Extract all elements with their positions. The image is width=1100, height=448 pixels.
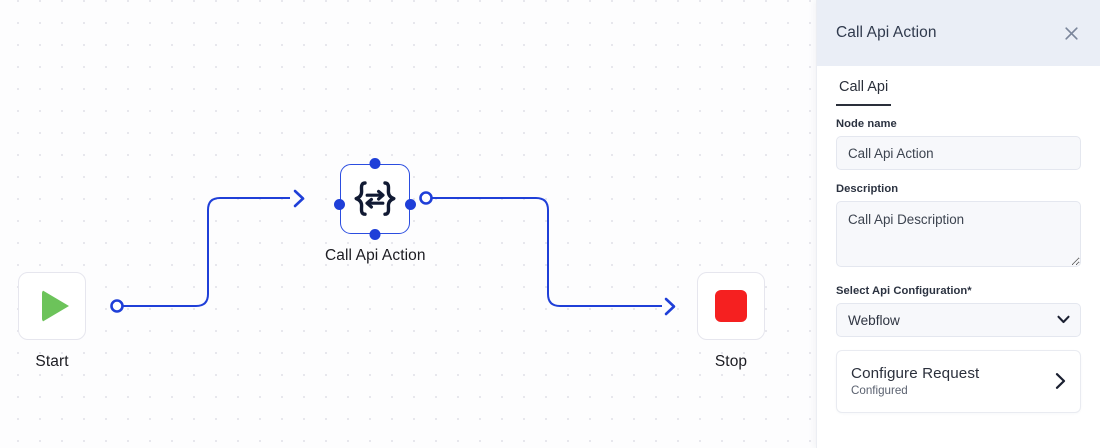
edge-source-handle-start: [110, 299, 124, 313]
node-name-label: Node name: [836, 118, 897, 130]
node-name-input[interactable]: [836, 136, 1081, 170]
edge-start-to-call-api: [110, 189, 305, 313]
configure-request-status: Configured: [851, 384, 908, 397]
node-handle-right[interactable]: [405, 199, 417, 210]
flow-canvas[interactable]: Start: [0, 0, 816, 448]
node-handle-bottom[interactable]: [369, 229, 381, 240]
field-description: Description: [836, 183, 1081, 272]
chevron-right-icon: [1055, 372, 1066, 390]
node-handle-top[interactable]: [369, 158, 381, 169]
node-start-label: Start: [35, 353, 69, 370]
properties-panel: Call Api Action Call Api Node name Descr…: [816, 0, 1100, 448]
node-stop-label: Stop: [714, 353, 748, 370]
field-node-name: Node name: [836, 118, 1081, 170]
node-start-box[interactable]: [18, 272, 86, 340]
node-start[interactable]: Start: [18, 272, 86, 371]
node-handle-left[interactable]: [334, 199, 346, 210]
configure-request-card[interactable]: Configure Request Configured: [836, 350, 1081, 413]
node-call-api[interactable]: Call Api Action: [325, 158, 426, 265]
play-triangle-icon: [41, 290, 69, 322]
api-configuration-label: Select Api Configuration*: [836, 285, 972, 297]
edge-arrow-into-call-api: [293, 189, 305, 208]
edge-call-api-to-stop: [419, 191, 676, 316]
node-call-api-box[interactable]: [340, 164, 411, 234]
node-stop-box[interactable]: [697, 272, 765, 340]
close-icon[interactable]: [1058, 20, 1084, 46]
panel-title: Call Api Action: [836, 24, 937, 41]
node-stop[interactable]: Stop: [697, 272, 765, 371]
configure-request-title: Configure Request: [851, 365, 980, 382]
stop-square-icon: [715, 290, 747, 322]
api-configuration-select[interactable]: Webflow: [836, 303, 1081, 337]
field-api-configuration: Select Api Configuration* Webflow: [836, 285, 1081, 337]
panel-tabs: Call Api: [817, 66, 1100, 106]
node-call-api-label: Call Api Action: [325, 247, 426, 264]
edge-arrow-into-stop: [664, 297, 676, 316]
configure-request-text: Configure Request Configured: [851, 365, 979, 397]
panel-body: Node name Description Select Api Configu…: [817, 106, 1100, 448]
description-label: Description: [836, 183, 899, 195]
api-braces-exchange-icon: [354, 181, 396, 216]
panel-header: Call Api Action: [817, 0, 1100, 66]
tab-call-api[interactable]: Call Api: [836, 76, 892, 106]
description-textarea[interactable]: [836, 201, 1081, 267]
